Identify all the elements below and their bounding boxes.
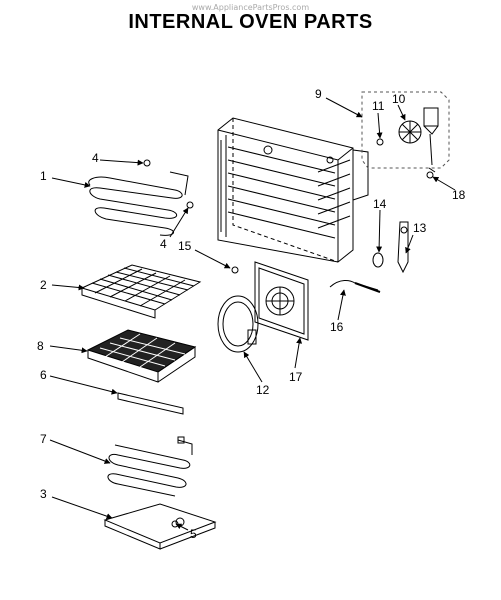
callout-4-upper: 4: [92, 151, 99, 165]
sensor-plug: [372, 252, 384, 268]
callout-17: 17: [289, 370, 303, 384]
rollout-rack: [86, 329, 197, 383]
callout-9: 9: [315, 87, 322, 101]
callout-5: 5: [190, 527, 197, 541]
screws: [143, 159, 434, 528]
fan-shroud-ring: [217, 295, 259, 353]
callout-7: 7: [40, 432, 47, 446]
vent-bar: [117, 392, 184, 415]
diagram-title: INTERNAL OVEN PARTS: [128, 11, 373, 33]
callout-8: 8: [37, 339, 44, 353]
oven-light: [397, 221, 409, 274]
callout-10: 10: [392, 92, 406, 106]
callout-4-lower: 4: [160, 237, 167, 251]
callout-14: 14: [373, 197, 387, 211]
callout-15: 15: [178, 239, 192, 253]
callout-6: 6: [40, 368, 47, 382]
callout-11: 11: [372, 99, 385, 113]
callout-3: 3: [40, 487, 47, 501]
temperature-sensor: [329, 280, 381, 293]
oven-rack: [80, 264, 202, 319]
oven-cavity: [217, 117, 369, 263]
callout-18: 18: [452, 188, 466, 202]
callout-12: 12: [256, 383, 270, 397]
watermark: www.AppliancePartsPros.com: [191, 3, 310, 12]
callout-13: 13: [413, 221, 427, 235]
callout-16: 16: [330, 320, 344, 334]
convection-fan-assembly: [361, 91, 450, 173]
callout-numbers: 1 4 4 2 8 6 7 3 5 15 9 11 10 18 14 13 16…: [37, 87, 466, 541]
callout-leaders: [49, 97, 456, 531]
callout-2: 2: [40, 278, 47, 292]
bake-element-upper: [88, 171, 189, 236]
bake-element-lower: [107, 436, 193, 497]
bottom-cover: [103, 503, 217, 550]
callout-1: 1: [40, 169, 47, 183]
fan-cover-panel: [254, 261, 309, 341]
